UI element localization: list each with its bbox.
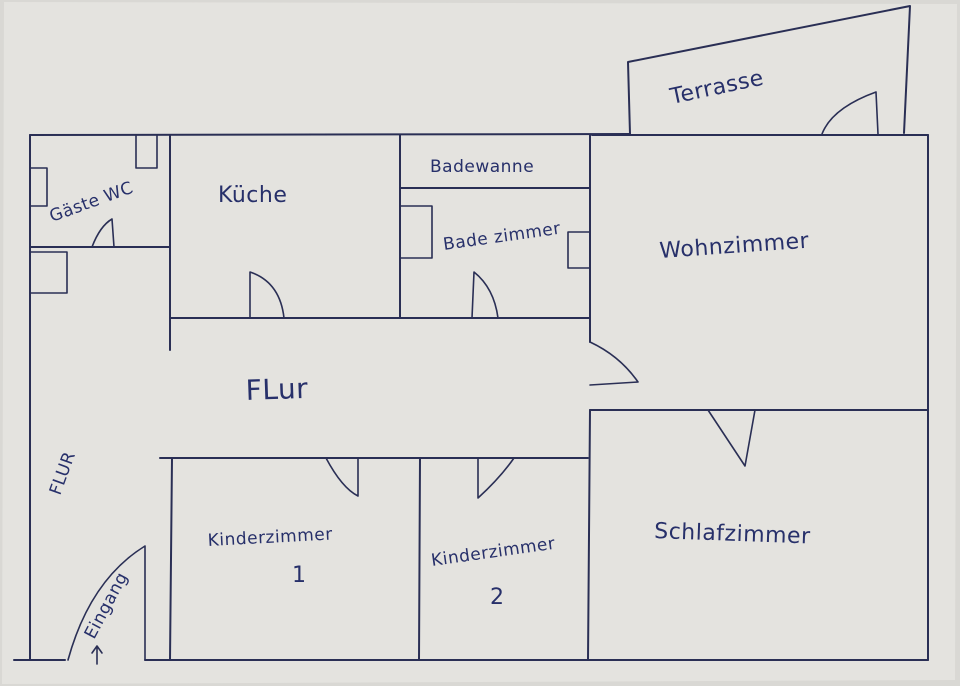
badewanne-label: Badewanne xyxy=(430,157,534,177)
schlafzimmer-label: Schlafzimmer xyxy=(654,519,812,549)
outer-walls xyxy=(13,133,929,661)
flur-main-label: FLur xyxy=(245,372,309,407)
kinderzimmer-1-number: 1 xyxy=(292,563,307,588)
kinderzimmer-2-number: 2 xyxy=(490,585,505,610)
terrace-outline xyxy=(627,5,911,135)
kueche-label: Küche xyxy=(218,183,287,208)
interior-walls xyxy=(29,134,929,665)
